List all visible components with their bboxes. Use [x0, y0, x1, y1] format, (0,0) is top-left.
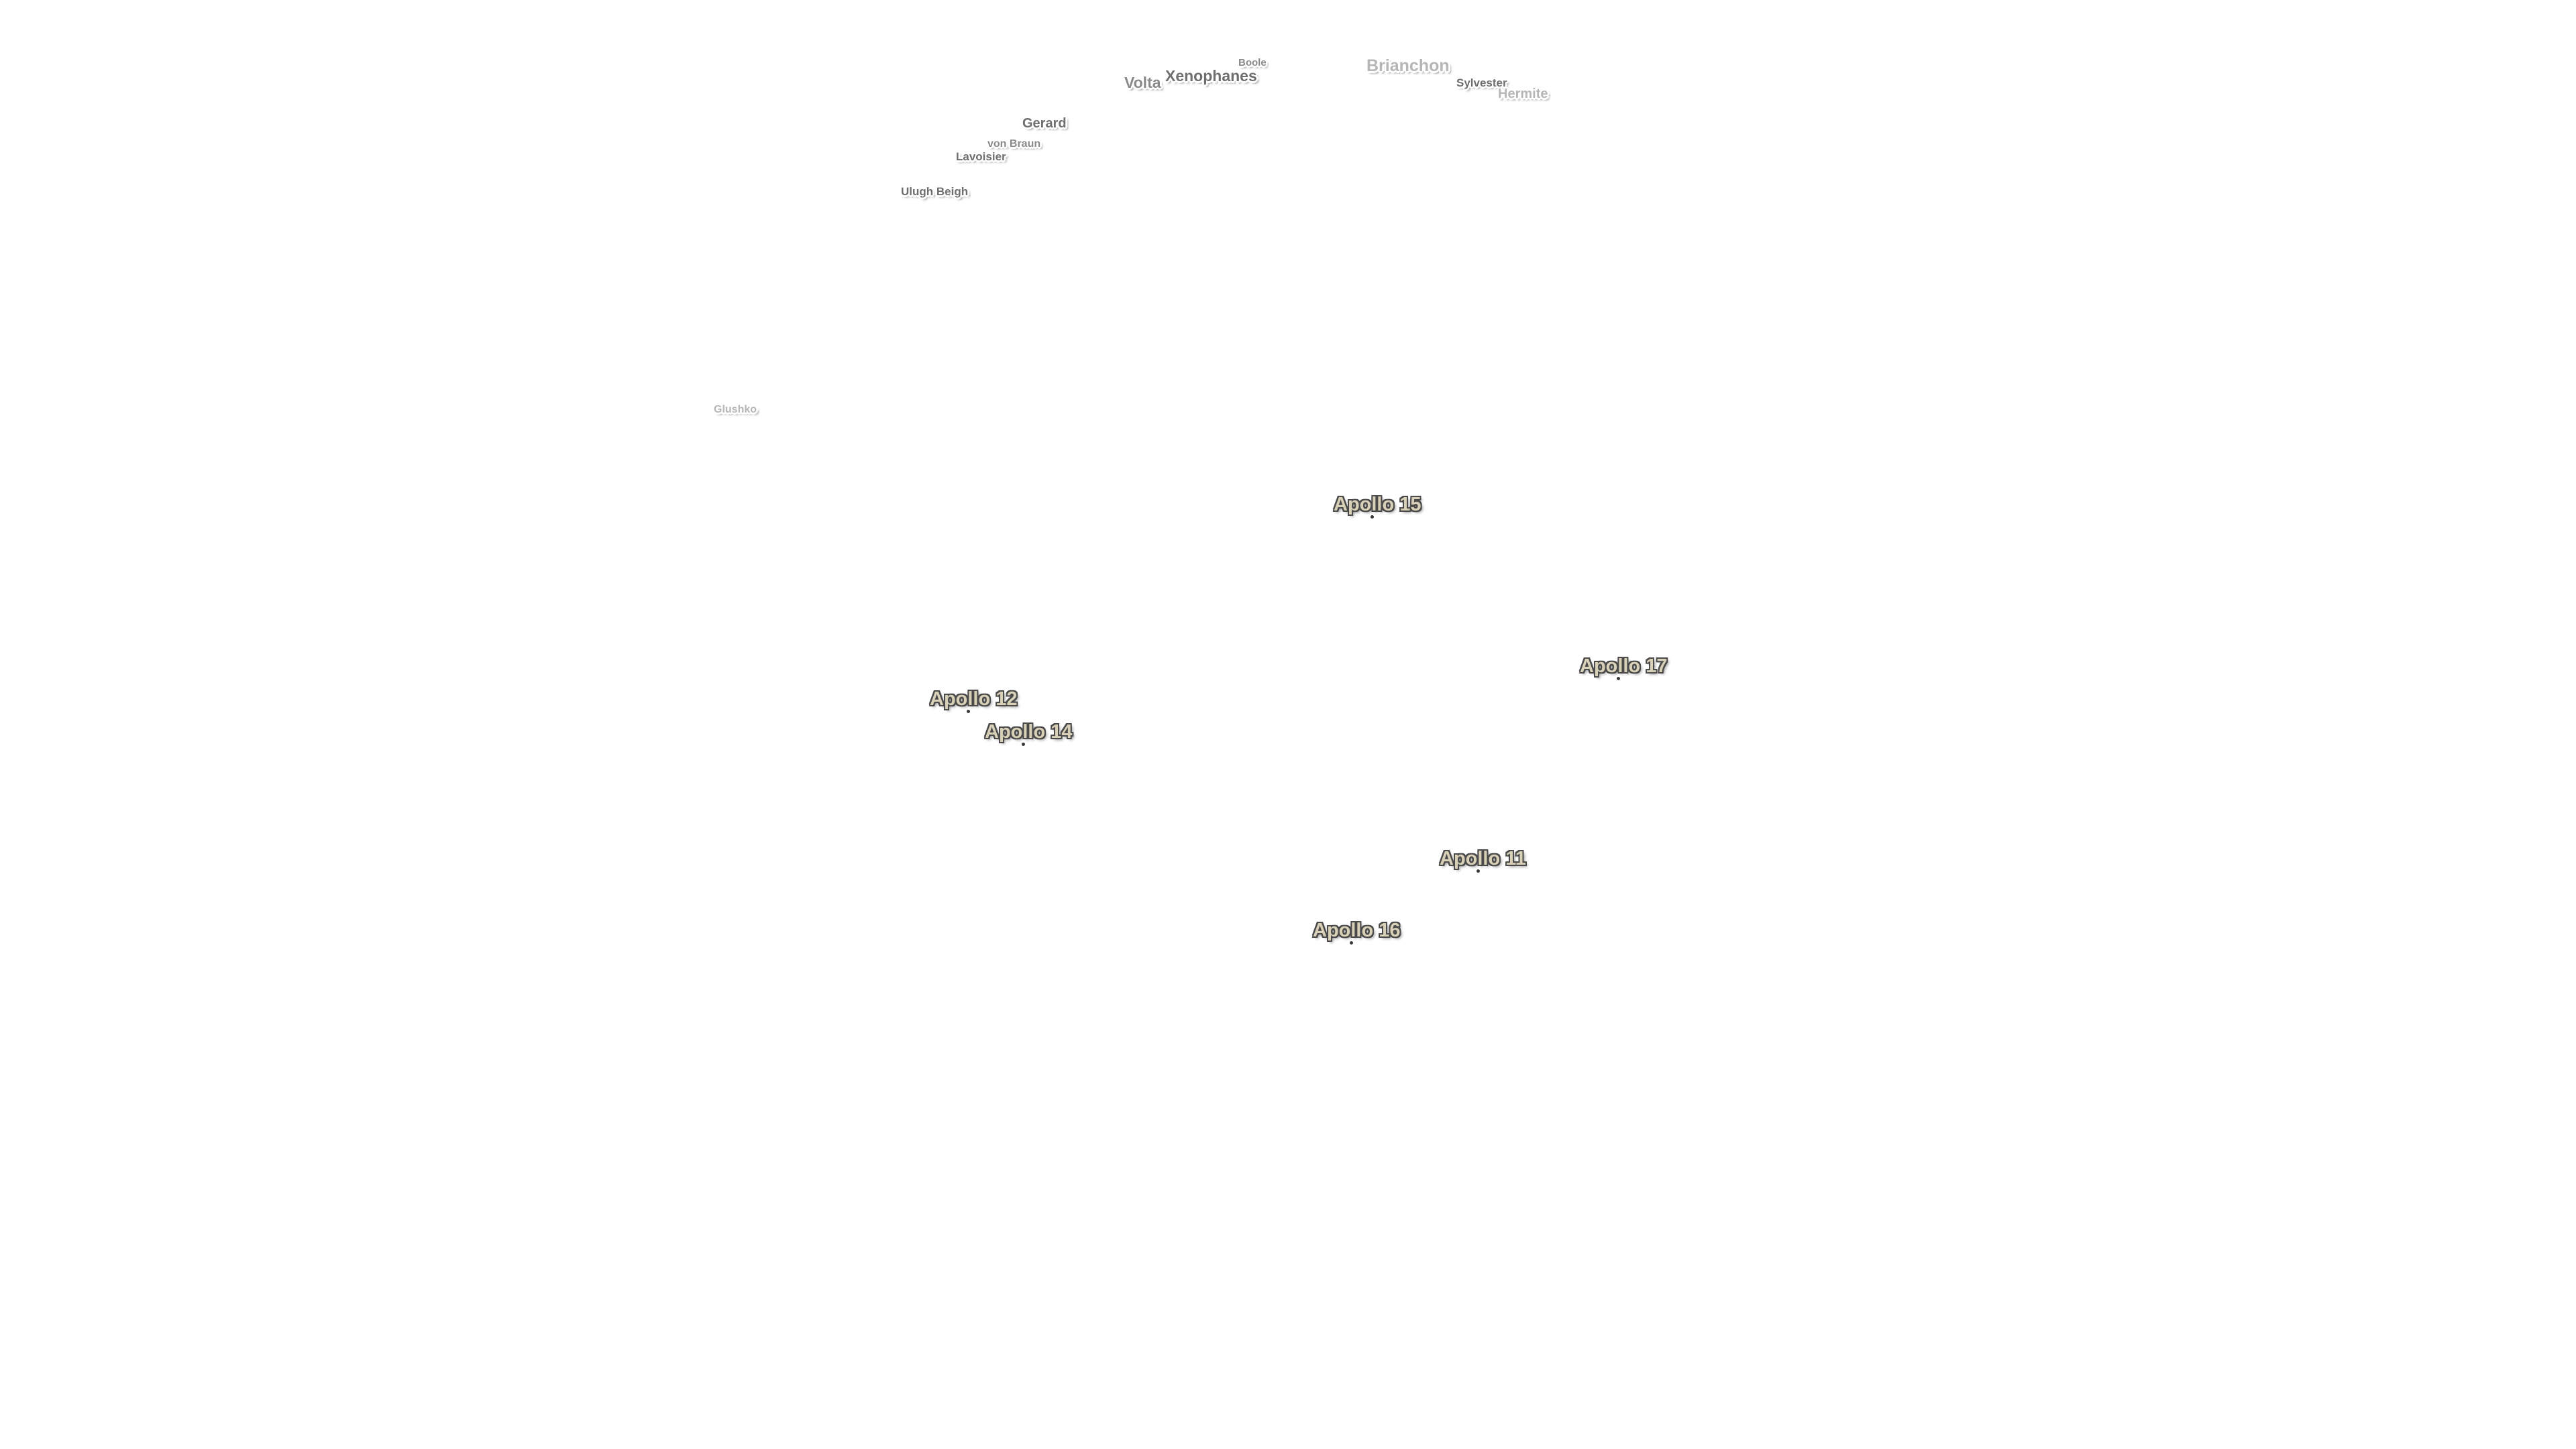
landing-site-apollo-17[interactable]: Apollo 17: [1580, 655, 1668, 677]
landing-site-apollo-15[interactable]: Apollo 15: [1334, 494, 1421, 515]
crater-label-ulugh-beigh: Ulugh Beigh: [901, 185, 969, 198]
landing-site-marker-apollo-16[interactable]: [1350, 941, 1353, 945]
crater-label-boole: Boole: [1238, 57, 1267, 68]
landing-site-apollo-16[interactable]: Apollo 16: [1313, 920, 1401, 941]
landing-site-marker-apollo-11[interactable]: [1477, 869, 1480, 873]
crater-label-von-braun: von Braun: [987, 138, 1041, 150]
crater-label-lavoisier: Lavoisier: [956, 150, 1006, 163]
crater-label-brianchon: Brianchon: [1366, 56, 1450, 75]
landing-site-apollo-14[interactable]: Apollo 14: [985, 721, 1073, 743]
landing-site-marker-apollo-14[interactable]: [1022, 743, 1025, 746]
crater-label-volta: Volta: [1124, 74, 1161, 91]
landing-site-apollo-12[interactable]: Apollo 12: [930, 688, 1018, 710]
crater-label-glushko: Glushko: [714, 404, 757, 415]
landing-site-marker-apollo-12[interactable]: [967, 710, 970, 713]
crater-label-xenophanes: Xenophanes: [1165, 67, 1257, 85]
landing-site-marker-apollo-17[interactable]: [1617, 677, 1620, 680]
crater-label-hermite: Hermite: [1498, 87, 1548, 101]
landing-site-marker-apollo-15[interactable]: [1371, 515, 1374, 519]
crater-label-sylvester: Sylvester: [1456, 76, 1507, 89]
crater-label-gerard: Gerard: [1022, 116, 1067, 131]
landing-site-apollo-11[interactable]: Apollo 11: [1440, 848, 1526, 869]
